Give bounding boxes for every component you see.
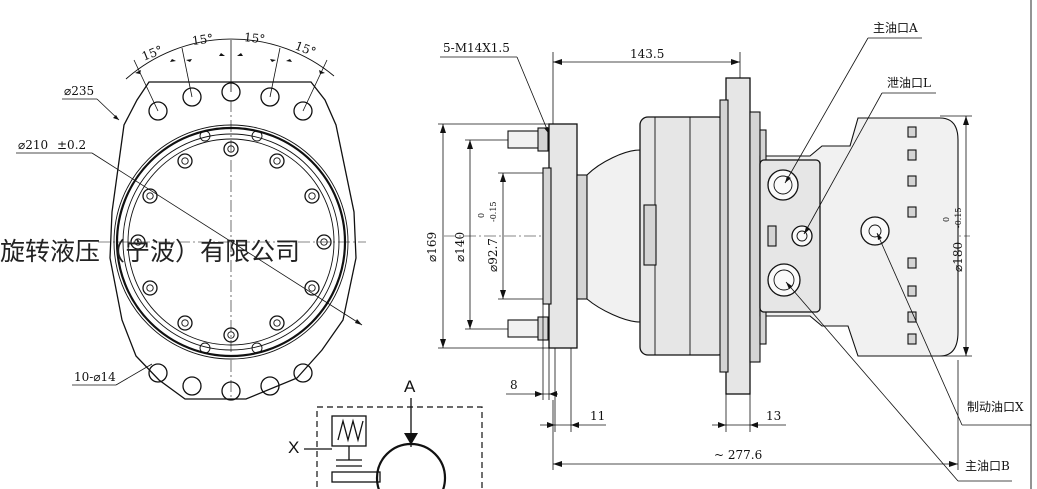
- dim-92-tol-upper: 0: [477, 213, 486, 218]
- thread-label: 5-M14X1.5: [443, 41, 510, 55]
- angle-label-2: 15°: [191, 31, 214, 48]
- dim-140-label: ⌀140: [453, 232, 467, 262]
- port-l-leader: [803, 92, 883, 235]
- angle-ext-1: [133, 59, 159, 112]
- port-x-leader: [876, 232, 963, 426]
- hub-bolts: [130, 141, 332, 343]
- dia-210-tol: ±0.2: [57, 138, 86, 152]
- port-l-label: 泄油口L: [887, 76, 931, 90]
- dim-92-label: ⌀92.7: [486, 238, 500, 272]
- cone-housing: [586, 149, 641, 323]
- side-view: 5-M14X1.5 143.5 ⌀169 ⌀140 ⌀92.7 0 -0.: [425, 21, 1031, 482]
- port-b-leader: [785, 281, 959, 482]
- holes-leader: [115, 363, 153, 386]
- port-x-label: 制动油口X: [967, 400, 1024, 414]
- flange-outline: [109, 81, 357, 400]
- port-x[interactable]: [860, 216, 890, 246]
- front-view: 15° 15° 15° 15° ⌀235 ⌀210 ±0.2 10-⌀14: [16, 30, 366, 401]
- dim-143-label: 143.5: [630, 47, 664, 61]
- company-name: 旋转液压（宁波）有限公司: [0, 238, 300, 266]
- dia-210-label: ⌀210: [18, 138, 48, 152]
- holes-label: 10-⌀14: [74, 370, 116, 384]
- port-b-label: 主油口B: [965, 459, 1010, 473]
- angle-label-4: 15°: [293, 39, 318, 59]
- port-b[interactable]: [767, 263, 801, 297]
- port-a-leader: [784, 37, 869, 184]
- schematic-label-a: A: [404, 377, 416, 396]
- angle-arc: [125, 38, 335, 80]
- schematic-boundary: [316, 406, 483, 489]
- dim-180-tol-lower: -0.15: [954, 207, 963, 228]
- motor-symbol: [375, 442, 447, 489]
- dim-total-label: ~ 277.6: [714, 448, 762, 462]
- wheel-flange: [725, 77, 751, 395]
- thread-leader: [516, 56, 550, 135]
- angle-label-3: 15°: [243, 30, 266, 46]
- angle-label-1: 15°: [140, 43, 165, 64]
- angle-ext-4: [269, 47, 281, 98]
- dim-8-label: 8: [510, 378, 518, 392]
- angle-ext-2: [181, 47, 193, 98]
- dim-11-label: 11: [590, 409, 605, 423]
- schematic-label-x: X: [288, 438, 299, 457]
- port-a[interactable]: [767, 169, 799, 201]
- dim-180-tol-upper: 0: [942, 217, 951, 222]
- mount-flange: [548, 123, 578, 349]
- body-lugs: [199, 130, 263, 354]
- angle-ext-5: [302, 59, 328, 112]
- dim-169-label: ⌀169: [425, 232, 439, 262]
- dia-210-leader: [91, 152, 363, 326]
- dim-13-label: 13: [766, 409, 781, 423]
- mount-flange-lip: [542, 167, 552, 305]
- dia-235-label: ⌀235: [64, 84, 94, 98]
- dim-92-tol-lower: -0.15: [489, 201, 498, 222]
- port-a-label: 主油口A: [873, 21, 918, 35]
- dim-180-label: ⌀180: [951, 242, 965, 272]
- hydraulic-schematic: A X: [288, 377, 483, 489]
- angle-ticks: [135, 53, 325, 74]
